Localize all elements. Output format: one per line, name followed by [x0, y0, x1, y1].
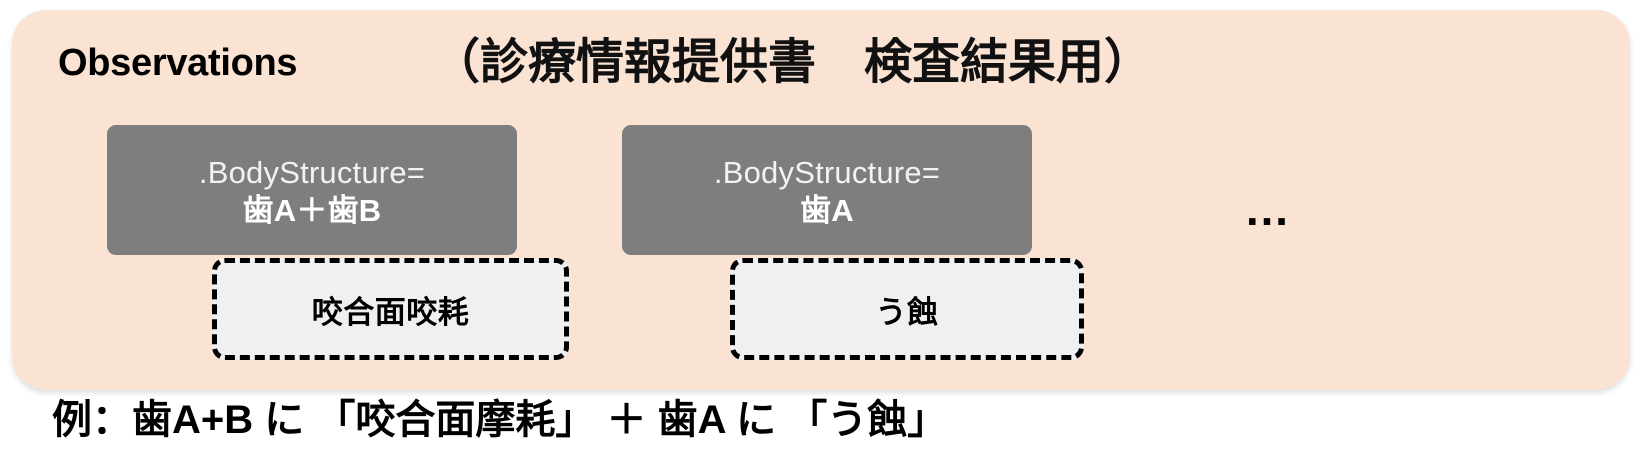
- example-caption: 例：歯A+B に 「咬合面摩耗」 ＋ 歯A に 「う蝕」: [52, 398, 948, 442]
- observations-group-label: Observations: [58, 42, 298, 84]
- finding-label-2: う蝕: [875, 294, 939, 330]
- observation-attribute-value-2: 歯A: [800, 192, 854, 228]
- observation-box-2[interactable]: .BodyStructure= 歯A: [622, 125, 1032, 255]
- more-items-ellipsis-icon: …: [1244, 183, 1293, 235]
- observations-panel: Observations （診療情報提供書 検査結果用） .BodyStruct…: [12, 10, 1630, 390]
- finding-label-1: 咬合面咬耗: [311, 294, 470, 330]
- section-title: （診療情報提供書 検査結果用）: [432, 36, 1153, 89]
- observation-attribute-label-1: .BodyStructure=: [198, 154, 426, 190]
- observation-attribute-label-2: .BodyStructure=: [713, 154, 941, 190]
- finding-box-2[interactable]: う蝕: [730, 258, 1084, 360]
- finding-box-1[interactable]: 咬合面咬耗: [212, 258, 569, 360]
- observation-attribute-value-1: 歯A＋歯B: [242, 192, 382, 228]
- observation-box-1[interactable]: .BodyStructure= 歯A＋歯B: [107, 125, 517, 255]
